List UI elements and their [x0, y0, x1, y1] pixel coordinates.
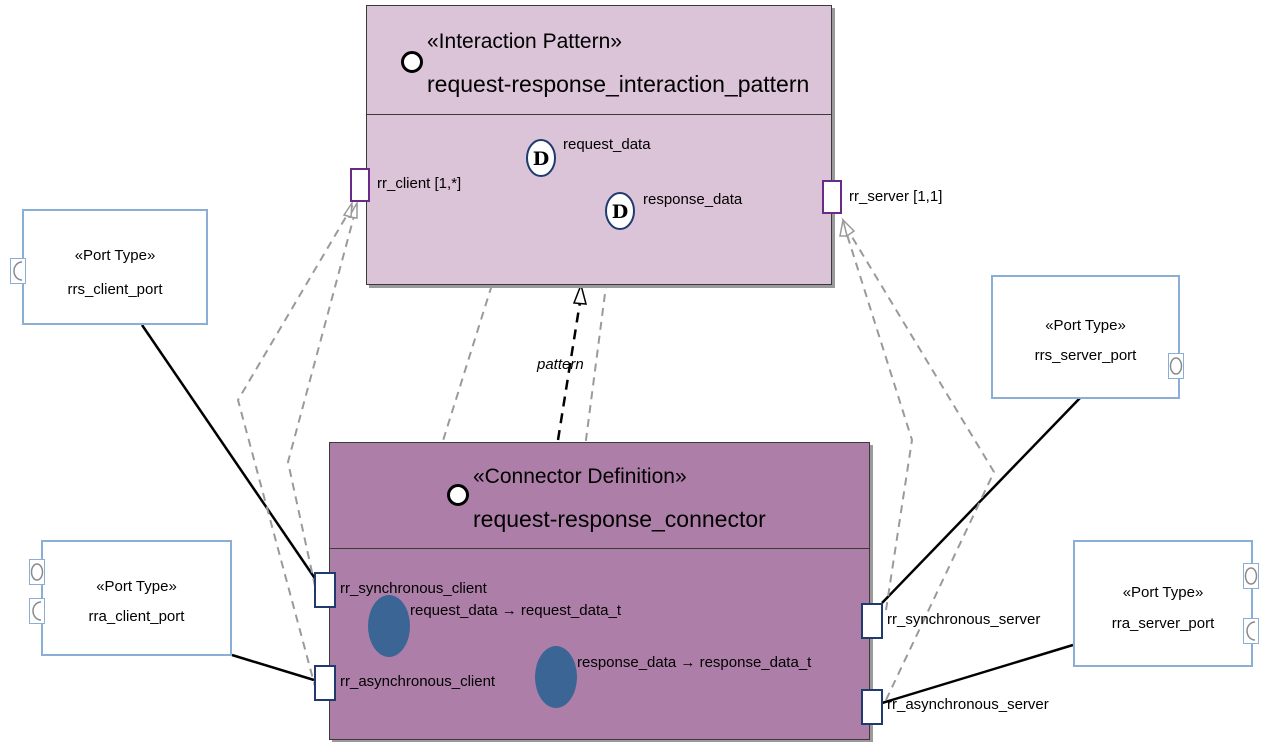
rr-client-role-port[interactable]	[350, 168, 370, 202]
response-mapping-dot[interactable]	[535, 646, 577, 708]
port-type-name: rra_client_port	[88, 608, 185, 625]
port-type-stereotype: «Port Type»	[74, 247, 156, 264]
connector-definition-name: request-response_connector	[473, 506, 766, 532]
port-type-stereotype: «Port Type»	[1122, 584, 1204, 601]
interaction-pattern-icon	[401, 51, 423, 73]
request-mapping-label: request_data → request_data_t	[410, 602, 621, 619]
rrs-server-port-type[interactable]: «Port Type» rrs_server_port	[991, 275, 1180, 399]
rr-asynchronous-server-label: rr_asynchronous_server	[887, 696, 1049, 713]
port-type-stereotype: «Port Type»	[1045, 317, 1126, 334]
rr-synchronous-client-port[interactable]	[314, 572, 336, 608]
rrs-server-port-link	[881, 397, 1081, 604]
rrs-client-port-link	[140, 324, 318, 581]
rra-server-port-type[interactable]: «Port Type» rra_server_port	[1073, 540, 1253, 667]
required-interface-icon	[10, 258, 26, 284]
sync-client-role-dependency	[286, 204, 358, 601]
port-type-name: rra_server_port	[1111, 615, 1215, 632]
connector-definition-block[interactable]: «Connector Definition» request-response_…	[329, 442, 870, 740]
rr-client-role-label: rr_client [1,*]	[377, 175, 462, 192]
pattern-arrowhead	[572, 282, 587, 305]
interaction-pattern-block[interactable]: «Interaction Pattern» request-response_i…	[366, 5, 832, 285]
rr-synchronous-server-label: rr_synchronous_server	[887, 611, 1041, 628]
rr-asynchronous-server-port[interactable]	[861, 689, 883, 725]
rr-synchronous-client-label: rr_synchronous_client	[340, 580, 487, 597]
rra-client-port-type[interactable]: «Port Type» rra_client_port	[41, 540, 232, 656]
rra-client-port-link	[231, 653, 315, 682]
response-mapping-label: response_data → response_data_t	[577, 654, 812, 671]
rr-server-role-label: rr_server [1,1]	[849, 188, 943, 205]
connector-definition-icon	[447, 484, 469, 506]
required-interface-icon	[1243, 618, 1259, 644]
port-type-name: rrs_client_port	[67, 281, 163, 298]
rra-server-port-link	[881, 643, 1074, 705]
rrs-client-port-type[interactable]: «Port Type» rrs_client_port	[22, 209, 208, 325]
port-type-stereotype: «Port Type»	[96, 578, 177, 595]
request-mapping-dot[interactable]	[368, 595, 410, 657]
rr-asynchronous-client-port[interactable]	[314, 665, 336, 701]
provided-interface-icon	[1168, 353, 1184, 379]
request-data-label: request_data	[563, 136, 651, 153]
connector-definition-stereotype: «Connector Definition»	[473, 465, 687, 488]
pattern-dependency	[556, 301, 582, 441]
interaction-pattern-header: «Interaction Pattern» request-response_i…	[367, 6, 831, 115]
async-server-role-dependency	[842, 221, 996, 701]
provided-interface-icon	[1243, 563, 1259, 589]
rr-synchronous-server-port[interactable]	[861, 603, 883, 639]
rr-asynchronous-client-label: rr_asynchronous_client	[340, 673, 496, 690]
provided-interface-icon	[29, 559, 45, 585]
async-client-role-dependency	[236, 204, 354, 691]
rr-server-role-port[interactable]	[822, 180, 842, 214]
response-data-icon-letter: D	[612, 201, 628, 223]
connector-definition-header: «Connector Definition» request-response_…	[330, 443, 869, 549]
sync-server-role-dependency	[842, 221, 914, 611]
response-data-icon[interactable]: D	[602, 189, 640, 233]
request-data-icon[interactable]: D	[524, 136, 562, 180]
pattern-label: pattern	[537, 356, 584, 373]
port-type-name: rrs_server_port	[1034, 347, 1137, 364]
response-data-label: response_data	[643, 191, 743, 208]
required-interface-icon	[29, 598, 45, 624]
interaction-pattern-name: request-response_interaction_pattern	[427, 71, 810, 97]
interaction-pattern-stereotype: «Interaction Pattern»	[427, 30, 622, 53]
request-data-icon-letter: D	[533, 148, 549, 170]
